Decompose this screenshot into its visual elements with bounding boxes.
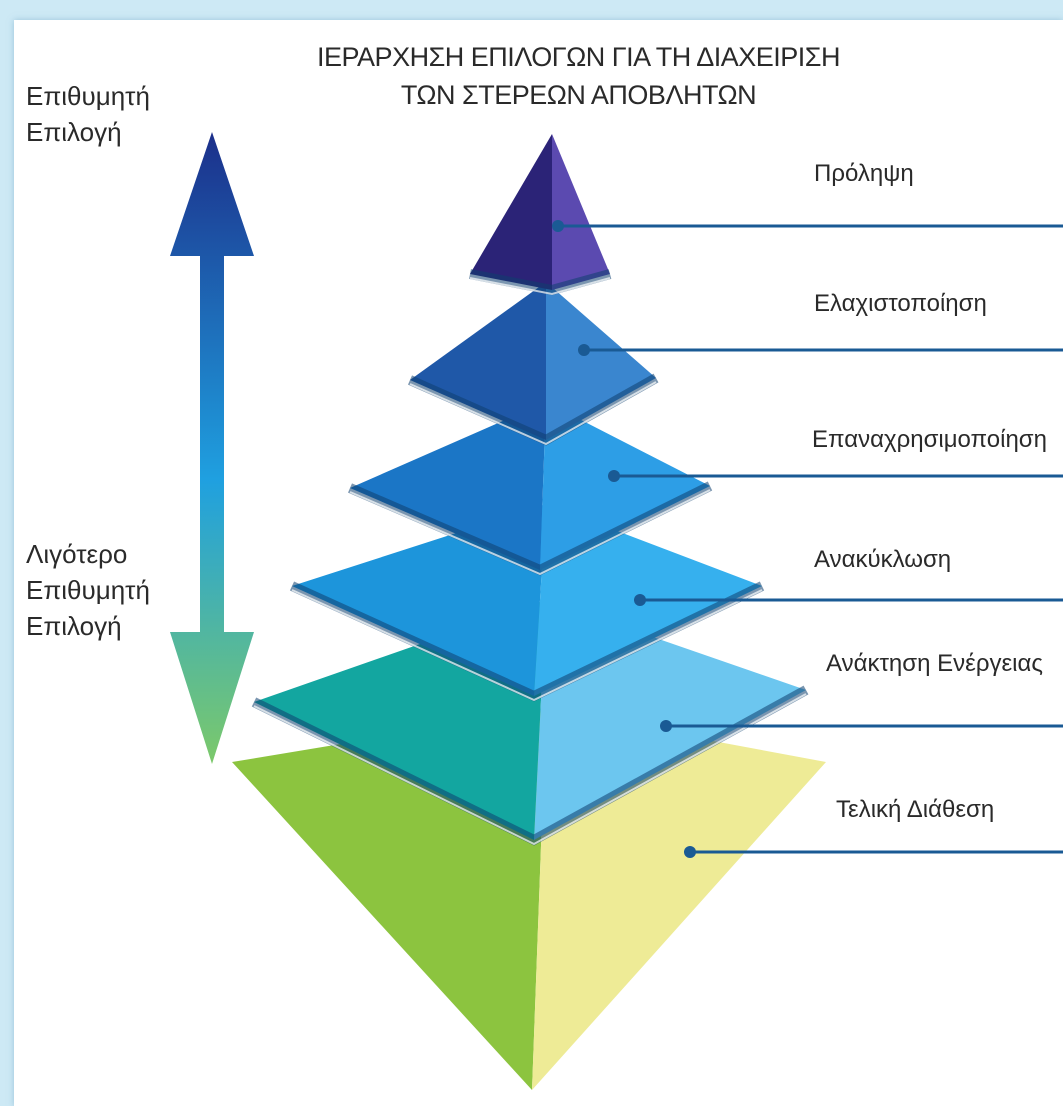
level-2-label: Ελαχιστοποίηση — [814, 290, 987, 317]
desirable-option-label: Επιθυμητή Επιλογή — [26, 78, 150, 150]
level-2-layer — [407, 282, 659, 446]
level-4-label: Ανακύκλωση — [814, 546, 952, 573]
level-1-layer — [469, 134, 612, 296]
less-desirable-option-label: Λιγότερο Επιθυμητή Επιλογή — [26, 536, 150, 644]
level-2-highlight — [409, 381, 657, 446]
level-1-pointer-dot — [552, 220, 564, 232]
level-3-rim — [348, 481, 713, 576]
level-3-left-face — [350, 402, 546, 570]
less-desirable-label-line2: Επιθυμητή — [26, 575, 150, 605]
level-1-right-face — [552, 134, 610, 290]
desirable-label-line2: Επιλογή — [26, 117, 122, 147]
level-3-highlight — [349, 489, 711, 576]
level-1-rim — [469, 269, 612, 296]
level-5-highlight — [253, 693, 807, 846]
level-2-rim — [407, 373, 659, 446]
level-1-label: Πρόληψη — [814, 160, 914, 187]
less-desirable-label-line3: Επιλογή — [26, 611, 122, 641]
diagram-canvas: ΙΕΡΑΡΧΗΣΗ ΕΠΙΛΟΓΩΝ ΓΙΑ ΤΗ ΔΙΑΧΕΙΡΙΣΗ ΤΩΝ… — [14, 20, 1063, 1106]
diagram-title-line2: ΤΩΝ ΣΤΕΡΕΩΝ ΑΠΟΒΛΗΤΩΝ — [400, 80, 757, 110]
diagram-title-line1: ΙΕΡΑΡΧΗΣΗ ΕΠΙΛΟΓΩΝ ΓΙΑ ΤΗ ΔΙΑΧΕΙΡΙΣΗ — [317, 42, 840, 72]
level-4-pointer-dot — [634, 594, 646, 606]
pyramid-diagram — [170, 132, 1063, 1090]
level-1-left-face — [470, 134, 552, 290]
level-5-pointer-dot — [660, 720, 672, 732]
level-3-label: Επαναχρησιμοποίηση — [812, 426, 1047, 453]
level-5-label: Ανάκτηση Ενέργειας — [826, 650, 1043, 677]
double-headed-arrow-icon — [170, 132, 254, 764]
level-2-right-face — [546, 282, 656, 440]
level-3-right-face — [540, 402, 710, 570]
level-5-rim — [251, 685, 809, 846]
level-3-layer — [348, 402, 713, 576]
level-3-pointer-dot — [608, 470, 620, 482]
level-4-rim — [289, 581, 765, 702]
pyramid-layers — [232, 134, 826, 1090]
level-6-label: Τελική Διάθεση — [836, 796, 995, 823]
pointer-lines — [552, 220, 1063, 858]
desirable-label-line1: Επιθυμητή — [26, 81, 150, 111]
level-2-pointer-dot — [578, 344, 590, 356]
level-4-left-face — [292, 504, 546, 696]
level-1-highlight — [469, 277, 611, 296]
level-4-highlight — [291, 589, 763, 702]
level-6-pointer-dot — [684, 846, 696, 858]
level-2-left-face — [410, 282, 546, 440]
less-desirable-label-line1: Λιγότερο — [26, 539, 128, 569]
